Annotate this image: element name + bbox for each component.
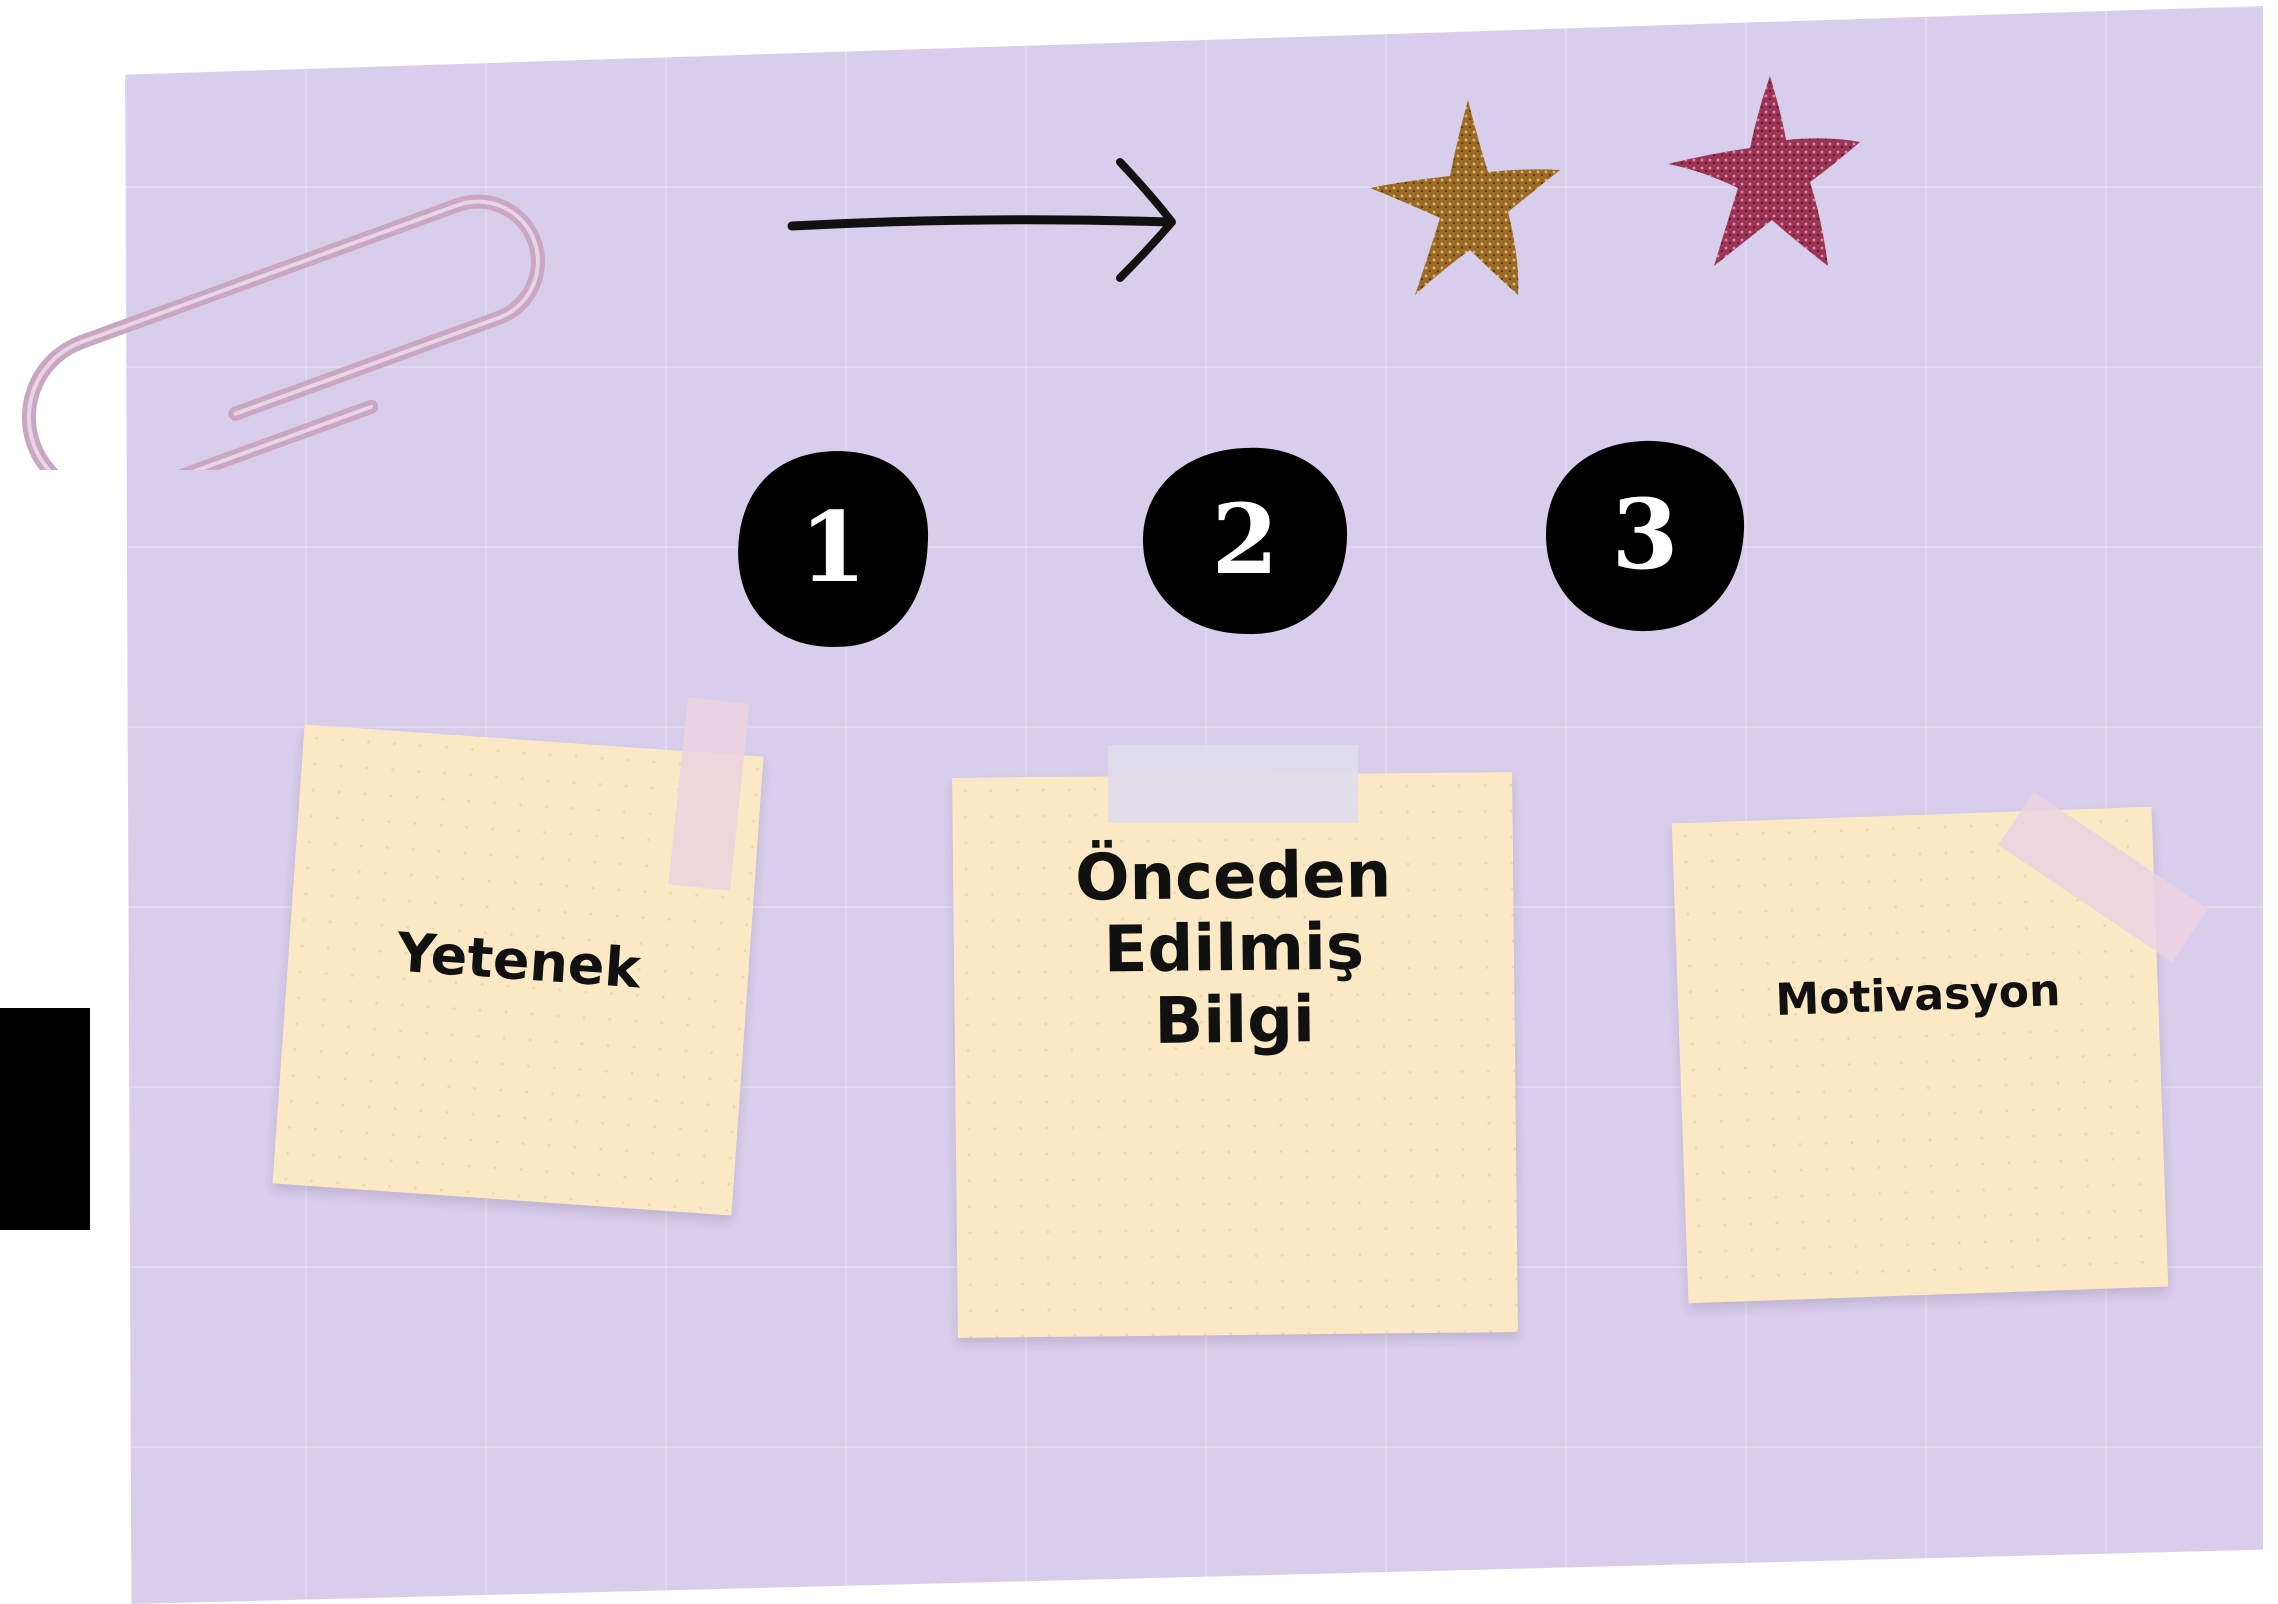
step-badge-1: 1 [730, 445, 936, 651]
note-label-line: Önceden [1074, 838, 1392, 917]
step-badge-3: 3 [1540, 435, 1750, 635]
star-icon [1668, 76, 1860, 266]
step-number: 2 [1211, 483, 1279, 596]
sticky-note-2: Önceden Edilmiş Bilgi [952, 772, 1518, 1338]
note-label-line: Edilmiş [1103, 910, 1365, 988]
note-label: Motivasyon [1774, 964, 2062, 1026]
arrow-right-icon [787, 158, 1176, 282]
step-badge-2: 2 [1135, 440, 1355, 640]
note-label: Yetenek [394, 920, 643, 1000]
step-number: 3 [1611, 478, 1679, 591]
step-number: 1 [799, 491, 867, 604]
note-label-line: Bilgi [1154, 982, 1316, 1059]
paperclip-icon [21, 194, 545, 470]
note-label: Önceden Edilmiş Bilgi [1074, 838, 1393, 1059]
black-side-tab [0, 1008, 90, 1230]
star-icon [1370, 100, 1560, 295]
tape-strip [1108, 745, 1358, 823]
